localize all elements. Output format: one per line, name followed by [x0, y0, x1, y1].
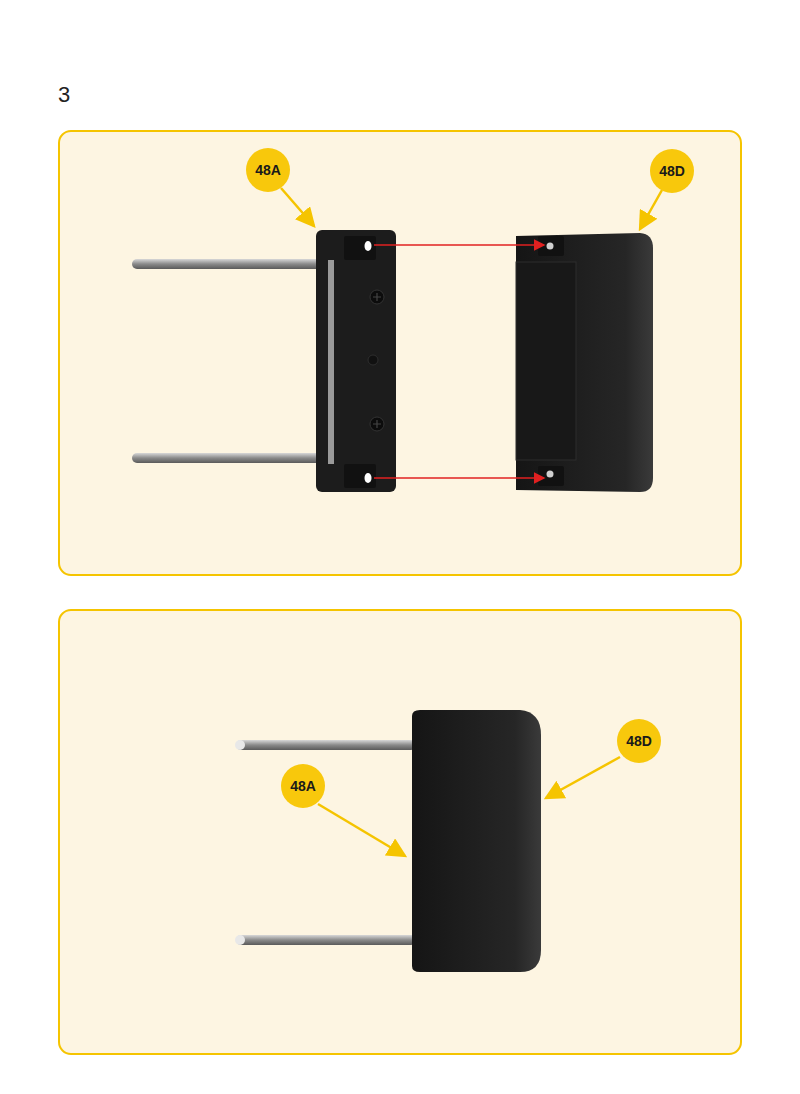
callout-circle: 48D: [650, 149, 694, 193]
callout-number: 48D: [626, 733, 652, 749]
callout-number: 48A: [255, 162, 281, 178]
callout-circle: 48D: [617, 719, 661, 763]
callout-number: 48A: [290, 778, 316, 794]
callout-circle: 48A: [246, 148, 290, 192]
step-number: 3: [58, 82, 70, 108]
callout-circle: 48A: [281, 764, 325, 808]
callout-number: 48D: [659, 163, 685, 179]
